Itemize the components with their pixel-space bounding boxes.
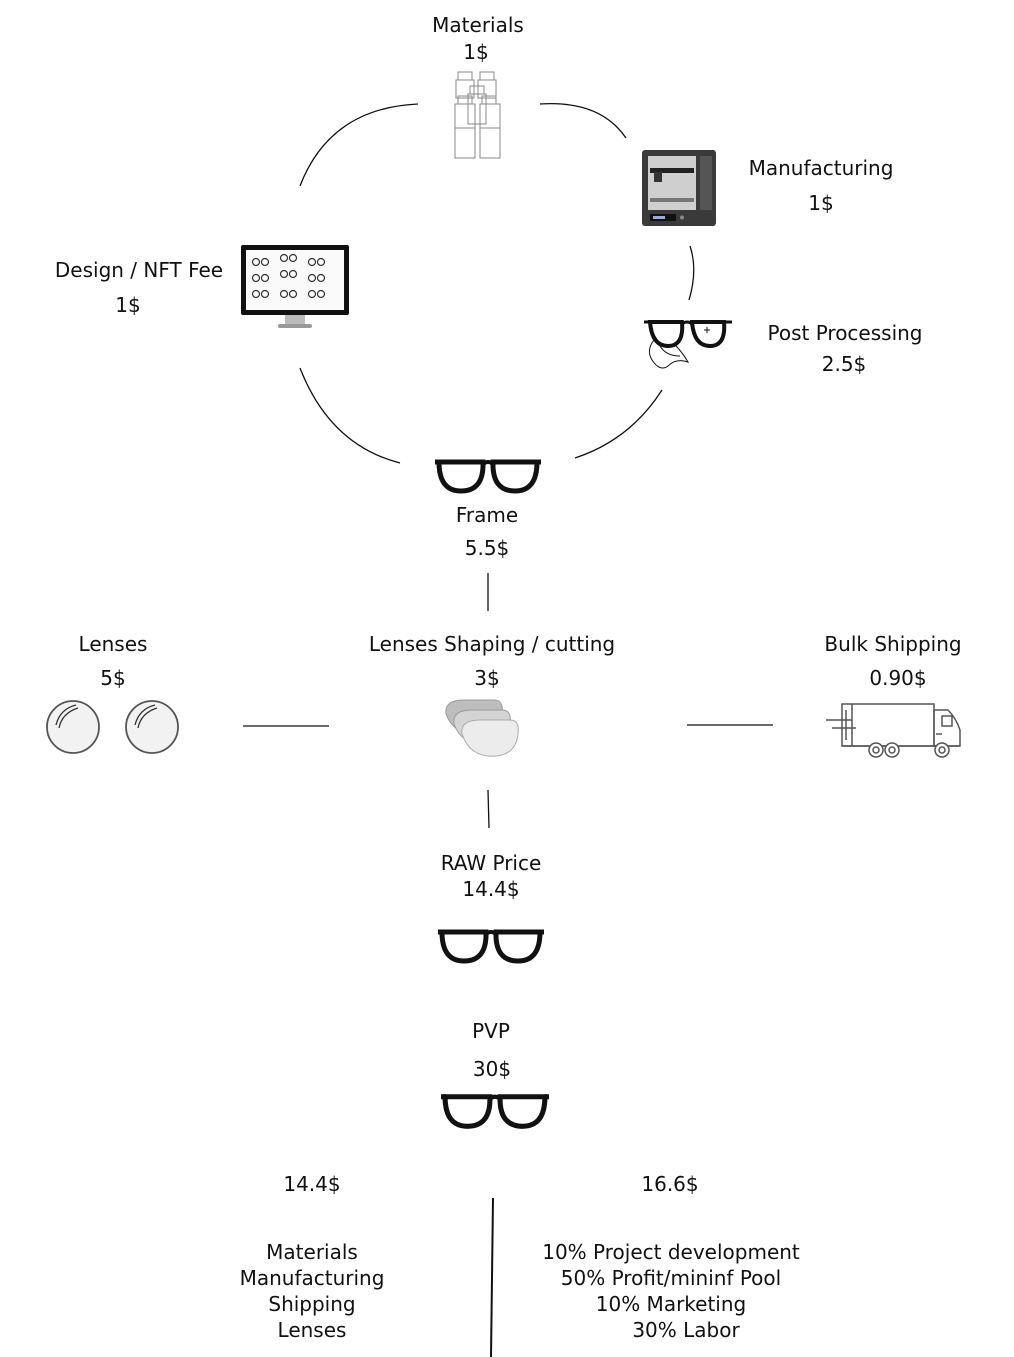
lens-shaping-cost: 3$ — [474, 666, 500, 690]
breakdown-right-amount: 16.6$ — [641, 1172, 699, 1196]
arc-design-frame — [299, 367, 401, 464]
list-item: 10% Project development — [542, 1240, 800, 1264]
lenses-cost: 5$ — [100, 666, 126, 690]
frame-label: Frame — [455, 503, 519, 527]
list-item: Materials — [266, 1240, 358, 1264]
design-label: Design / NFT Fee — [54, 258, 224, 282]
glasses-icon — [435, 459, 541, 494]
lenses-label: Lenses — [78, 632, 148, 656]
glasses-cleaning-icon — [644, 320, 732, 369]
materials-label: Materials — [432, 13, 524, 37]
manufacturing-label: Manufacturing — [748, 156, 894, 180]
monitor-icon — [241, 245, 349, 328]
list-item: Manufacturing — [239, 1266, 385, 1290]
pvp-label: PVP — [472, 1019, 510, 1043]
arc-design-materials — [299, 103, 419, 187]
breakdown-left-list: Materials Manufacturing Shipping Lenses — [240, 1239, 385, 1343]
line-shaping-raw — [487, 789, 490, 829]
lens-shapes-icon — [445, 699, 519, 757]
arc-materials-manufacturing — [539, 102, 627, 139]
bulk-shipping-label: Bulk Shipping — [824, 632, 962, 656]
post-processing-label: Post Processing — [767, 321, 923, 345]
raw-price-cost: 14.4$ — [462, 877, 520, 901]
glasses-icon — [438, 929, 544, 964]
list-item: 50% Profit/mininf Pool — [560, 1266, 782, 1290]
glasses-icon — [441, 1094, 549, 1129]
design-cost: 1$ — [115, 293, 141, 317]
divider-breakdown — [490, 1197, 494, 1357]
breakdown-left-amount: 14.4$ — [283, 1172, 341, 1196]
pvp-cost: 30$ — [472, 1057, 512, 1081]
arc-post-frame — [574, 389, 663, 459]
lenses-icon — [46, 700, 179, 754]
list-item: 30% Labor — [632, 1318, 740, 1342]
raw-price-label: RAW Price — [440, 851, 542, 875]
3d-printer-icon — [642, 150, 716, 226]
truck-icon — [826, 703, 961, 758]
bulk-shipping-cost: 0.90$ — [869, 666, 927, 690]
list-item: Lenses — [277, 1318, 347, 1342]
lens-shaping-label: Lenses Shaping / cutting — [368, 632, 616, 656]
post-processing-cost: 2.5$ — [821, 352, 867, 376]
materials-cost: 1$ — [463, 40, 489, 64]
breakdown-right-list: 10% Project development 50% Profit/minin… — [542, 1239, 800, 1343]
bottles-icon — [454, 71, 501, 159]
manufacturing-cost: 1$ — [808, 191, 834, 215]
list-item: 10% Marketing — [595, 1292, 747, 1316]
arc-manufacturing-post — [688, 245, 695, 301]
list-item: Shipping — [268, 1292, 356, 1316]
frame-cost: 5.5$ — [464, 536, 510, 560]
